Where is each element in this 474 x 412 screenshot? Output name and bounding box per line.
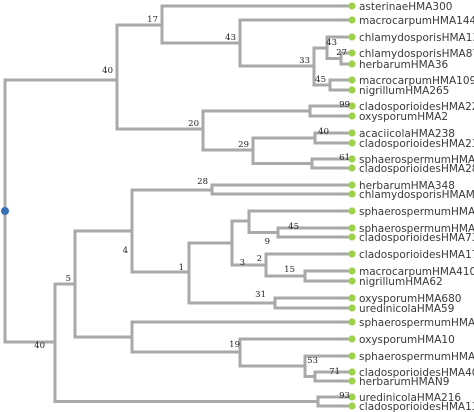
leaf-labels: asterinaeHMA300 macrocarpumHMA144 chlamydo… — [359, 1, 474, 412]
leaf-node[interactable] — [348, 112, 356, 120]
leaf-label: uredinicolaHMA216 — [359, 392, 461, 404]
leaf-label: acaciicolaHMA238 — [359, 128, 455, 140]
leaf-node[interactable] — [348, 368, 356, 376]
leaf-node[interactable] — [348, 102, 356, 110]
leaf-node[interactable] — [348, 233, 356, 241]
support-value: 1 — [179, 263, 184, 273]
support-value: 33 — [299, 56, 310, 66]
support-value: 45 — [315, 75, 326, 85]
leaf-label: herbarumHMA36 — [359, 59, 449, 71]
support-value: 29 — [238, 140, 249, 150]
leaf-node[interactable] — [348, 16, 356, 24]
leaf-node[interactable] — [348, 181, 356, 189]
leaf-node[interactable] — [348, 377, 356, 385]
support-value: 5 — [66, 274, 71, 284]
leaf-node[interactable] — [348, 402, 356, 410]
leaf-label: sphaerospermumHMA268 — [359, 317, 474, 329]
leaf-label: sphaerospermumHMA100 — [359, 351, 474, 363]
leaf-label: macrocarpumHMA109 — [359, 75, 474, 87]
leaf-node[interactable] — [348, 318, 356, 326]
leaf-node[interactable] — [348, 335, 356, 343]
leaf-label: cladosporioidesHMA285 — [359, 163, 474, 175]
leaf-label: macrocarpumHMA144 — [359, 15, 474, 27]
leaf-node[interactable] — [348, 352, 356, 360]
leaf-node[interactable] — [348, 224, 356, 232]
leaf-label: cladosporioidesHMA407 — [359, 367, 474, 379]
tree-branches — [3, 4, 354, 408]
support-value: 20 — [188, 119, 199, 129]
leaf-label: cladosporioidesHMA221 — [359, 101, 474, 113]
support-value: 45 — [288, 222, 299, 232]
leaf-node[interactable] — [348, 129, 356, 137]
support-value: 3 — [240, 258, 245, 268]
support-value: 19 — [229, 340, 240, 350]
leaf-label: sphaerospermumHMA316 — [359, 206, 474, 218]
leaf-label: chlamydosporisHMA870 — [359, 48, 474, 60]
leaf-label: oxysporumHMA10 — [359, 334, 455, 346]
leaf-label: oxysporumHMA2 — [359, 111, 448, 123]
leaf-node[interactable] — [348, 49, 356, 57]
support-value: 17 — [147, 15, 158, 25]
leaf-node[interactable] — [348, 250, 356, 258]
leaf-node[interactable] — [348, 2, 356, 10]
leaf-node[interactable] — [348, 86, 356, 94]
support-value: 15 — [284, 265, 295, 275]
leaf-label: oxysporumHMA680 — [359, 293, 461, 305]
leaf-node[interactable] — [348, 190, 356, 198]
leaf-node[interactable] — [348, 155, 356, 163]
leaf-nodes — [348, 2, 356, 410]
leaf-label: cladosporioidesHMA232 — [359, 138, 474, 150]
leaf-node[interactable] — [348, 207, 356, 215]
root-node[interactable] — [1, 207, 9, 215]
support-value: 99 — [339, 100, 350, 110]
leaf-label: sphaerospermumHMA355 — [359, 223, 474, 235]
leaf-node[interactable] — [348, 267, 356, 275]
leaf-node[interactable] — [348, 277, 356, 285]
leaf-node[interactable] — [348, 76, 356, 84]
leaf-label: macrocarpumHMA410 — [359, 266, 474, 278]
support-value: 93 — [339, 391, 350, 401]
leaf-label: chlamydosporisHMAM4 — [359, 189, 474, 201]
leaf-label: sphaerospermumHMA182 — [359, 154, 474, 166]
support-value: 53 — [307, 356, 318, 366]
support-value: 61 — [339, 153, 350, 163]
support-value: 40 — [318, 127, 329, 137]
leaf-node[interactable] — [348, 164, 356, 172]
support-value: 40 — [34, 341, 45, 351]
leaf-label: cladosporioidesHMA172 — [359, 249, 474, 261]
leaf-node[interactable] — [348, 139, 356, 147]
leaf-node[interactable] — [348, 393, 356, 401]
support-value: 43 — [326, 38, 337, 48]
support-value: 31 — [255, 290, 266, 300]
leaf-label: nigrillumHMA265 — [359, 85, 449, 97]
leaf-label: herbarumHMAN9 — [359, 376, 449, 388]
support-value: 4 — [123, 246, 128, 256]
support-value: 71 — [329, 367, 340, 377]
leaf-label: nigrillumHMA62 — [359, 276, 443, 288]
leaf-label: herbarumHMA348 — [359, 180, 455, 192]
leaf-node[interactable] — [348, 33, 356, 41]
leaf-label: cladosporioidesHMA731 — [359, 232, 474, 244]
leaf-label: cladosporioidesHMA132 — [359, 401, 474, 412]
support-value: 40 — [102, 66, 113, 76]
support-value: 27 — [336, 48, 347, 58]
support-value: 9 — [265, 237, 270, 247]
support-value: 43 — [225, 33, 236, 43]
support-value: 28 — [197, 177, 208, 187]
leaf-node[interactable] — [348, 294, 356, 302]
leaf-label: uredinicolaHMA59 — [359, 303, 454, 315]
support-value: 2 — [257, 254, 262, 264]
leaf-label: chlamydosporisHMA13 — [359, 32, 474, 44]
leaf-node[interactable] — [348, 60, 356, 68]
leaf-node[interactable] — [348, 304, 356, 312]
leaf-label: asterinaeHMA300 — [359, 1, 452, 13]
